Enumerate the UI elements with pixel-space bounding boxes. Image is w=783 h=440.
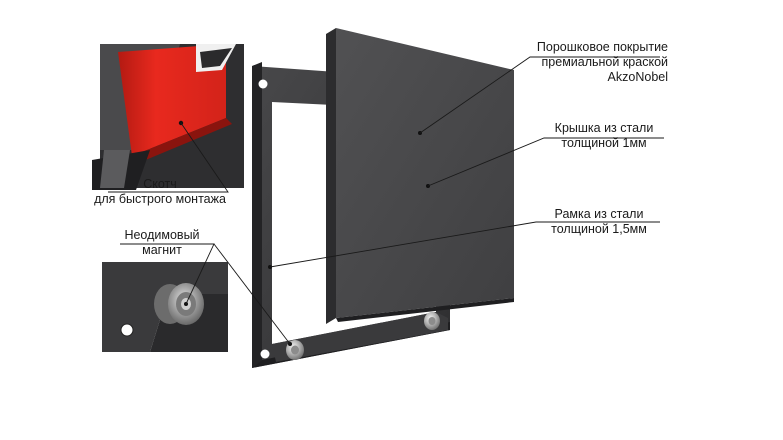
coating-label-line2: премиальной краской — [541, 55, 668, 69]
frame-label-line2: толщиной 1,5мм — [551, 222, 647, 236]
magnet-label-line1: Неодимовый — [124, 228, 200, 242]
tape-label-line1: Скотч — [143, 177, 177, 191]
tape-label-line2: для быстрого монтажа — [94, 192, 226, 206]
steel-lid — [326, 28, 514, 324]
lid-label-line1: Крышка из стали — [554, 121, 654, 135]
frame-label: Рамка из стали толщиной 1,5мм — [536, 207, 662, 237]
lid-label-line2: толщиной 1мм — [561, 136, 647, 150]
leader-lines — [108, 56, 664, 345]
coating-label-line3: AkzoNobel — [607, 70, 668, 84]
magnet-label: Неодимовый магнит — [108, 228, 216, 258]
tape-leader-line — [108, 122, 229, 193]
coating-label-line1: Порошковое покрытие — [536, 40, 668, 54]
frame-bottom-bar — [272, 312, 448, 362]
coating-leader-line — [419, 56, 660, 134]
frame-leader-line — [269, 221, 660, 268]
lid-label: Крышка из стали толщиной 1мм — [542, 121, 666, 151]
magnet-leader-line-main — [213, 243, 291, 345]
lid-leader-line — [427, 137, 664, 187]
coating-label: Порошковое покрытие премиальной краской … — [520, 40, 668, 85]
frame-label-line1: Рамка из стали — [554, 207, 644, 221]
tape-closeup-inset — [92, 44, 244, 192]
tape-label: Скотч для быстрого монтажа — [84, 177, 236, 207]
magnet-closeup-inset — [102, 262, 238, 356]
magnet-label-line2: магнит — [142, 243, 182, 257]
